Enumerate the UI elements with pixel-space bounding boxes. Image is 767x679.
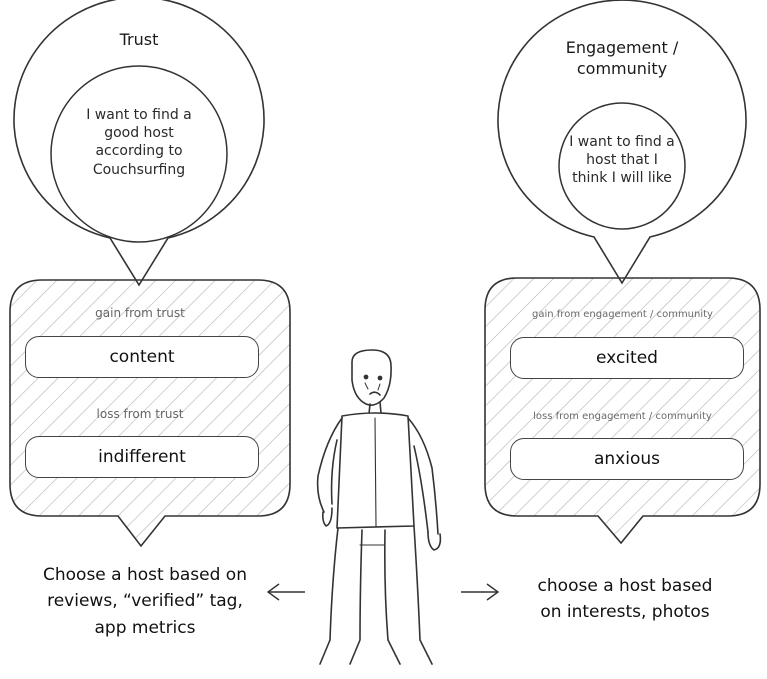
left-loss-value: indifferent — [25, 436, 259, 478]
right-need-circle — [558, 102, 686, 230]
left-arrow — [266, 583, 305, 601]
left-need-text: I want to find a good host according to … — [86, 107, 192, 178]
right-gain-label: gain from engagement / community — [532, 309, 713, 320]
person-sketch — [316, 349, 442, 665]
left-action-text: Choose a host based on reviews, “verifie… — [43, 565, 247, 638]
left-loss-label: loss from trust — [96, 407, 184, 421]
right-gain-value: excited — [510, 337, 744, 379]
left-category-title: Trust — [119, 30, 159, 49]
right-category-title: Engagement / community — [565, 38, 679, 78]
right-loss-label: loss from engagement / community — [533, 411, 712, 422]
right-need-text: I want to find a host that I think I wil… — [569, 134, 675, 187]
right-action-text: choose a host based on interests, photos — [537, 576, 713, 623]
right-arrow — [461, 583, 500, 601]
left-need-circle — [50, 65, 228, 243]
right-loss-value: anxious — [510, 438, 744, 480]
left-gain-label: gain from trust — [95, 306, 185, 320]
left-gain-value: content — [25, 336, 259, 378]
